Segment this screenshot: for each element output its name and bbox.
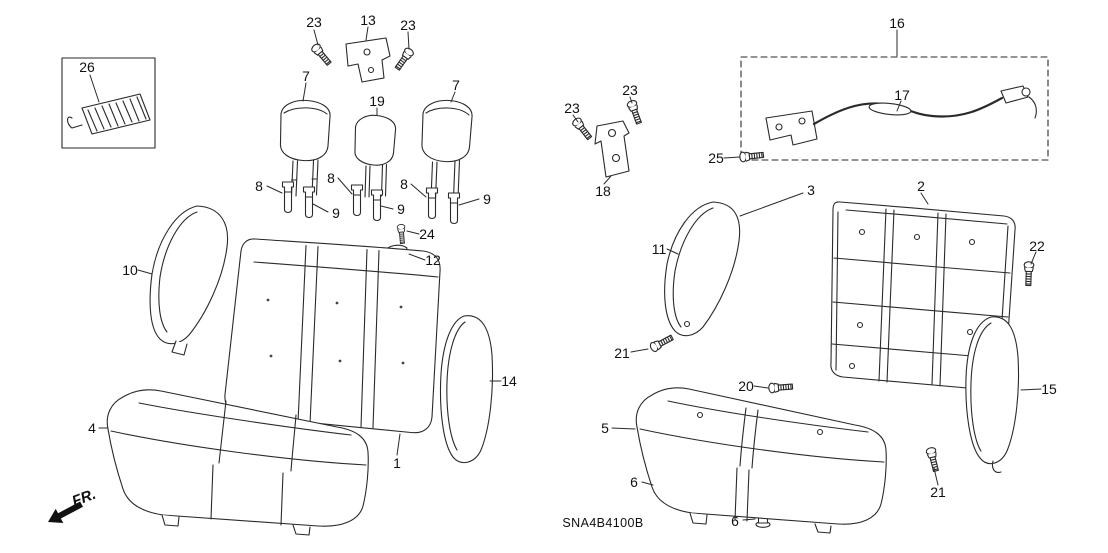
headrest-center (354, 114, 397, 198)
bolster-right-cover (439, 315, 494, 464)
callout-8-c: 8 (400, 176, 408, 192)
leader-lines (89, 26, 1042, 521)
callout-16: 16 (889, 15, 905, 31)
bolt-23-c (570, 115, 594, 142)
fr-arrow-icon (48, 501, 83, 523)
callout-12: 12 (425, 252, 441, 268)
callout-3: 3 (807, 182, 815, 198)
callout-5: 5 (601, 420, 609, 436)
bolt-23-a (309, 41, 334, 68)
seat-back-frame (830, 201, 1016, 391)
callout-18: 18 (595, 183, 611, 199)
bolt-21-a (648, 332, 675, 354)
callout-10: 10 (122, 262, 138, 278)
callout-11: 11 (651, 241, 667, 257)
callout-24: 24 (419, 226, 435, 242)
callout-9-b: 9 (397, 201, 405, 217)
callout-9-a: 9 (332, 205, 340, 221)
callout-22: 22 (1029, 238, 1045, 254)
callout-6-a: 6 (630, 474, 638, 490)
callout-17: 17 (894, 87, 910, 103)
latch-bracket-18 (594, 120, 630, 178)
callout-6-b: 6 (731, 513, 739, 529)
headrest-guides (281, 181, 461, 225)
callout-8-b: 8 (327, 170, 335, 186)
callout-23-c: 23 (564, 100, 580, 116)
bolt-23-d (625, 98, 645, 126)
bolt-20 (767, 381, 794, 394)
callout-4: 4 (88, 420, 96, 436)
callout-2: 2 (917, 178, 925, 194)
callout-23-a: 23 (306, 14, 322, 30)
callout-9-c: 9 (483, 191, 491, 207)
callout-23-d: 23 (622, 82, 638, 98)
callout-15: 15 (1041, 381, 1057, 397)
diagram-code: SNA4B4100B (562, 516, 644, 530)
callout-7-a: 7 (302, 68, 310, 84)
callout-21-a: 21 (614, 345, 630, 361)
bolt-24 (396, 223, 407, 245)
bolt-22 (1022, 261, 1035, 287)
callout-19: 19 (369, 93, 385, 109)
seat-cushion-cover (106, 389, 369, 536)
callout-26: 26 (79, 59, 95, 75)
callout-23-b: 23 (400, 17, 416, 33)
headrest-left (279, 99, 331, 197)
bolster-left-cover (149, 205, 229, 356)
callout-13: 13 (360, 12, 376, 28)
bolt-21-b (925, 446, 942, 473)
cable-assembly (740, 56, 1049, 161)
callout-20: 20 (738, 378, 754, 394)
callout-1: 1 (393, 455, 401, 471)
hinge-bracket (345, 37, 391, 83)
bolt-23-b (392, 46, 416, 73)
callout-8-a: 8 (255, 178, 263, 194)
callout-25: 25 (708, 150, 724, 166)
callout-7-b: 7 (452, 77, 460, 93)
spring-part (61, 57, 156, 149)
callout-21-b: 21 (930, 484, 946, 500)
callout-14: 14 (501, 373, 517, 389)
bolster-left-pad (664, 201, 741, 337)
bolster-right-pad (965, 316, 1020, 473)
headrest-right (421, 99, 473, 200)
seat-cushion-frame (635, 387, 887, 534)
seat-back-cover (224, 238, 441, 436)
